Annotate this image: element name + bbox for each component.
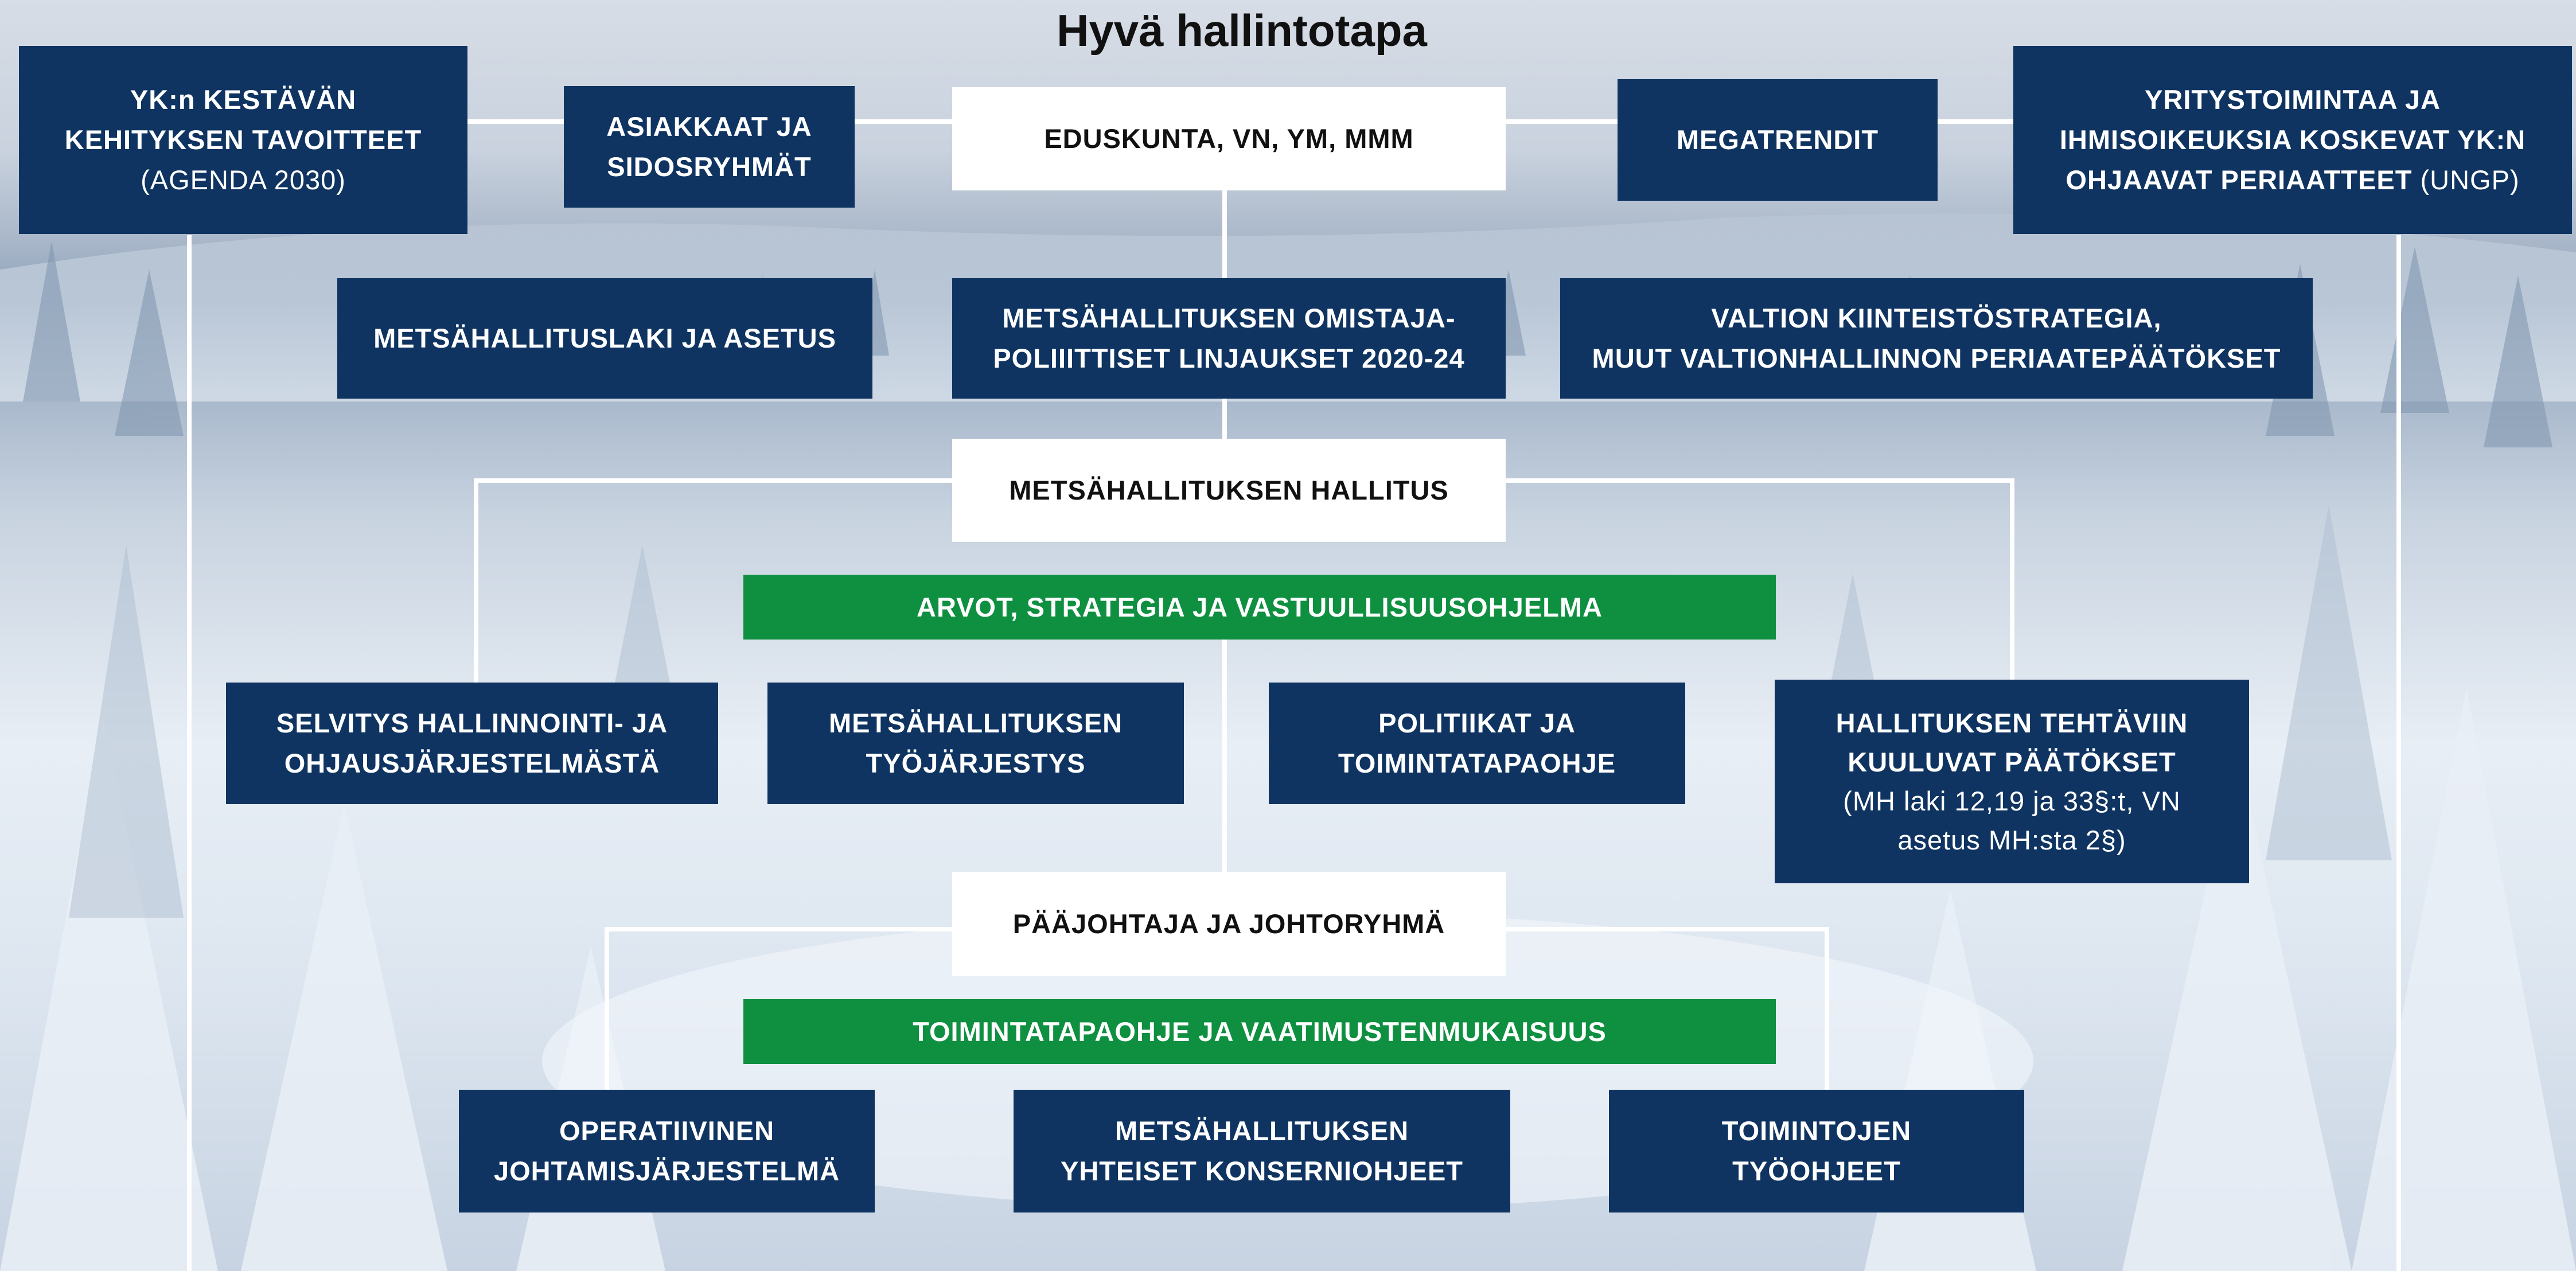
box-operative-management-system: OPERATIIVINEN JOHTAMISJÄRJESTELMÄ (459, 1090, 875, 1212)
bar-values-strategy: ARVOT, STRATEGIA JA VASTUULLISUUSOHJELMA (743, 575, 1776, 640)
box-operative-line1: OPERATIIVINEN (559, 1116, 775, 1146)
box-sdg-line2: KEHITYKSEN TAVOITTEET (64, 124, 422, 155)
page-title: Hyvä hallintotapa (1057, 5, 1427, 56)
box-ceo-line1: PÄÄJOHTAJA JA JOHTORYHMÄ (1012, 909, 1445, 939)
box-report-line1: SELVITYS HALLINNOINTI- JA (276, 708, 668, 738)
box-ungp-line3b: (UNGP) (2412, 165, 2520, 195)
box-ownership-line2: POLIIITTISET LINJAUKSET 2020-24 (993, 343, 1465, 373)
box-instructions-line2: TYÖOHJEET (1732, 1156, 1901, 1186)
box-ungp-line3: OHJAAVAT PERIAATTEET (UNGP) (2066, 160, 2519, 200)
box-policies-code-of-conduct: POLITIIKAT JA TOIMINTATAPAOHJE (1269, 683, 1685, 804)
box-customers-line1: ASIAKKAAT JA (606, 111, 812, 142)
bar-code-compliance: TOIMINTATAPAOHJE JA VAATIMUSTENMUKAISUUS (743, 999, 1776, 1064)
box-ungp-line2: IHMISOIKEUKSIA KOSKEVAT YK:N (2059, 124, 2526, 155)
connector-ceo-left (605, 927, 952, 1090)
box-work-instructions: TOIMINTOJEN TYÖOHJEET (1609, 1090, 2024, 1212)
box-ungp-line3a: OHJAAVAT PERIAATTEET (2066, 165, 2413, 195)
box-ownership-line1: METSÄHALLITUKSEN OMISTAJA- (1002, 303, 1456, 333)
box-sdg-agenda-2030: YK:n KESTÄVÄN KEHITYKSEN TAVOITTEET (AGE… (19, 46, 467, 234)
box-group-guidelines: METSÄHALLITUKSEN YHTEISET KONSERNIOHJEET (1014, 1090, 1510, 1212)
box-metsahallitus-law: METSÄHALLITUSLAKI JA ASETUS (337, 278, 872, 399)
box-rules-line2: TYÖJÄRJESTYS (866, 748, 1086, 778)
box-report-line2: OHJAUSJÄRJESTELMÄSTÄ (284, 748, 660, 778)
box-megatrends: MEGATRENDIT (1618, 79, 1938, 201)
box-board-decisions-line4: asetus MH:sta 2§) (1897, 824, 2126, 855)
box-governance-report: SELVITYS HALLINNOINTI- JA OHJAUSJÄRJESTE… (226, 683, 718, 804)
box-ownership-policy: METSÄHALLITUKSEN OMISTAJA- POLIIITTISET … (952, 278, 1506, 399)
box-sdg-line3: (AGENDA 2030) (141, 165, 346, 195)
box-policies-line2: TOIMINTATAPAOHJE (1338, 748, 1616, 778)
box-board-line1: METSÄHALLITUKSEN HALLITUS (1009, 475, 1449, 505)
box-instructions-line1: TOIMINTOJEN (1721, 1116, 1912, 1146)
box-board-decisions-line3: (MH laki 12,19 ja 33§:t, VN (1843, 785, 2181, 816)
box-group-line1: METSÄHALLITUKSEN (1114, 1116, 1409, 1146)
box-customers-line2: SIDOSRYHMÄT (607, 151, 812, 182)
bar-values-line1: ARVOT, STRATEGIA JA VASTUULLISUUSOHJELMA (917, 591, 1603, 622)
box-state-strategy-line2: MUUT VALTIONHALLINNON PERIAATEPÄÄTÖKSET (1592, 343, 2281, 373)
box-parliament-line1: EDUSKUNTA, VN, YM, MMM (1044, 123, 1414, 154)
box-parliament-ministries: EDUSKUNTA, VN, YM, MMM (952, 87, 1506, 190)
box-law-line1: METSÄHALLITUSLAKI JA ASETUS (373, 323, 836, 353)
box-ceo-management-team: PÄÄJOHTAJA JA JOHTORYHMÄ (952, 872, 1506, 976)
box-group-line2: YHTEISET KONSERNIOHJEET (1061, 1156, 1463, 1186)
box-customers-stakeholders: ASIAKKAAT JA SIDOSRYHMÄT (564, 86, 855, 208)
box-state-property-strategy: VALTION KIINTEISTÖSTRATEGIA, MUUT VALTIO… (1560, 278, 2313, 399)
box-megatrends-line1: MEGATRENDIT (1676, 124, 1879, 155)
box-state-strategy-line1: VALTION KIINTEISTÖSTRATEGIA, (1711, 303, 2162, 333)
box-rules-of-procedure: METSÄHALLITUKSEN TYÖJÄRJESTYS (767, 683, 1184, 804)
box-ungp-line1: YRITYSTOIMINTAA JA (2145, 84, 2441, 115)
box-board-decisions-line2: KUULUVAT PÄÄTÖKSET (1848, 746, 2176, 777)
box-operative-line2: JOHTAMISJÄRJESTELMÄ (493, 1156, 840, 1186)
box-sdg-line1: YK:n KESTÄVÄN (130, 84, 357, 115)
connector-ceo-right (1506, 927, 1829, 1090)
box-policies-line1: POLITIIKAT JA (1378, 708, 1576, 738)
box-board-of-directors: METSÄHALLITUKSEN HALLITUS (952, 439, 1506, 542)
box-board-decisions: HALLITUKSEN TEHTÄVIIN KUULUVAT PÄÄTÖKSET… (1775, 680, 2249, 883)
bar-code-line1: TOIMINTATAPAOHJE JA VAATIMUSTENMUKAISUUS (913, 1016, 1607, 1047)
connector-board-right (1506, 478, 2014, 680)
connector-board-left (474, 478, 952, 683)
box-ungp: YRITYSTOIMINTAA JA IHMISOIKEUKSIA KOSKEV… (2013, 46, 2572, 234)
box-board-decisions-line1: HALLITUKSEN TEHTÄVIIN (1835, 707, 2188, 738)
box-rules-line1: METSÄHALLITUKSEN (828, 708, 1123, 738)
